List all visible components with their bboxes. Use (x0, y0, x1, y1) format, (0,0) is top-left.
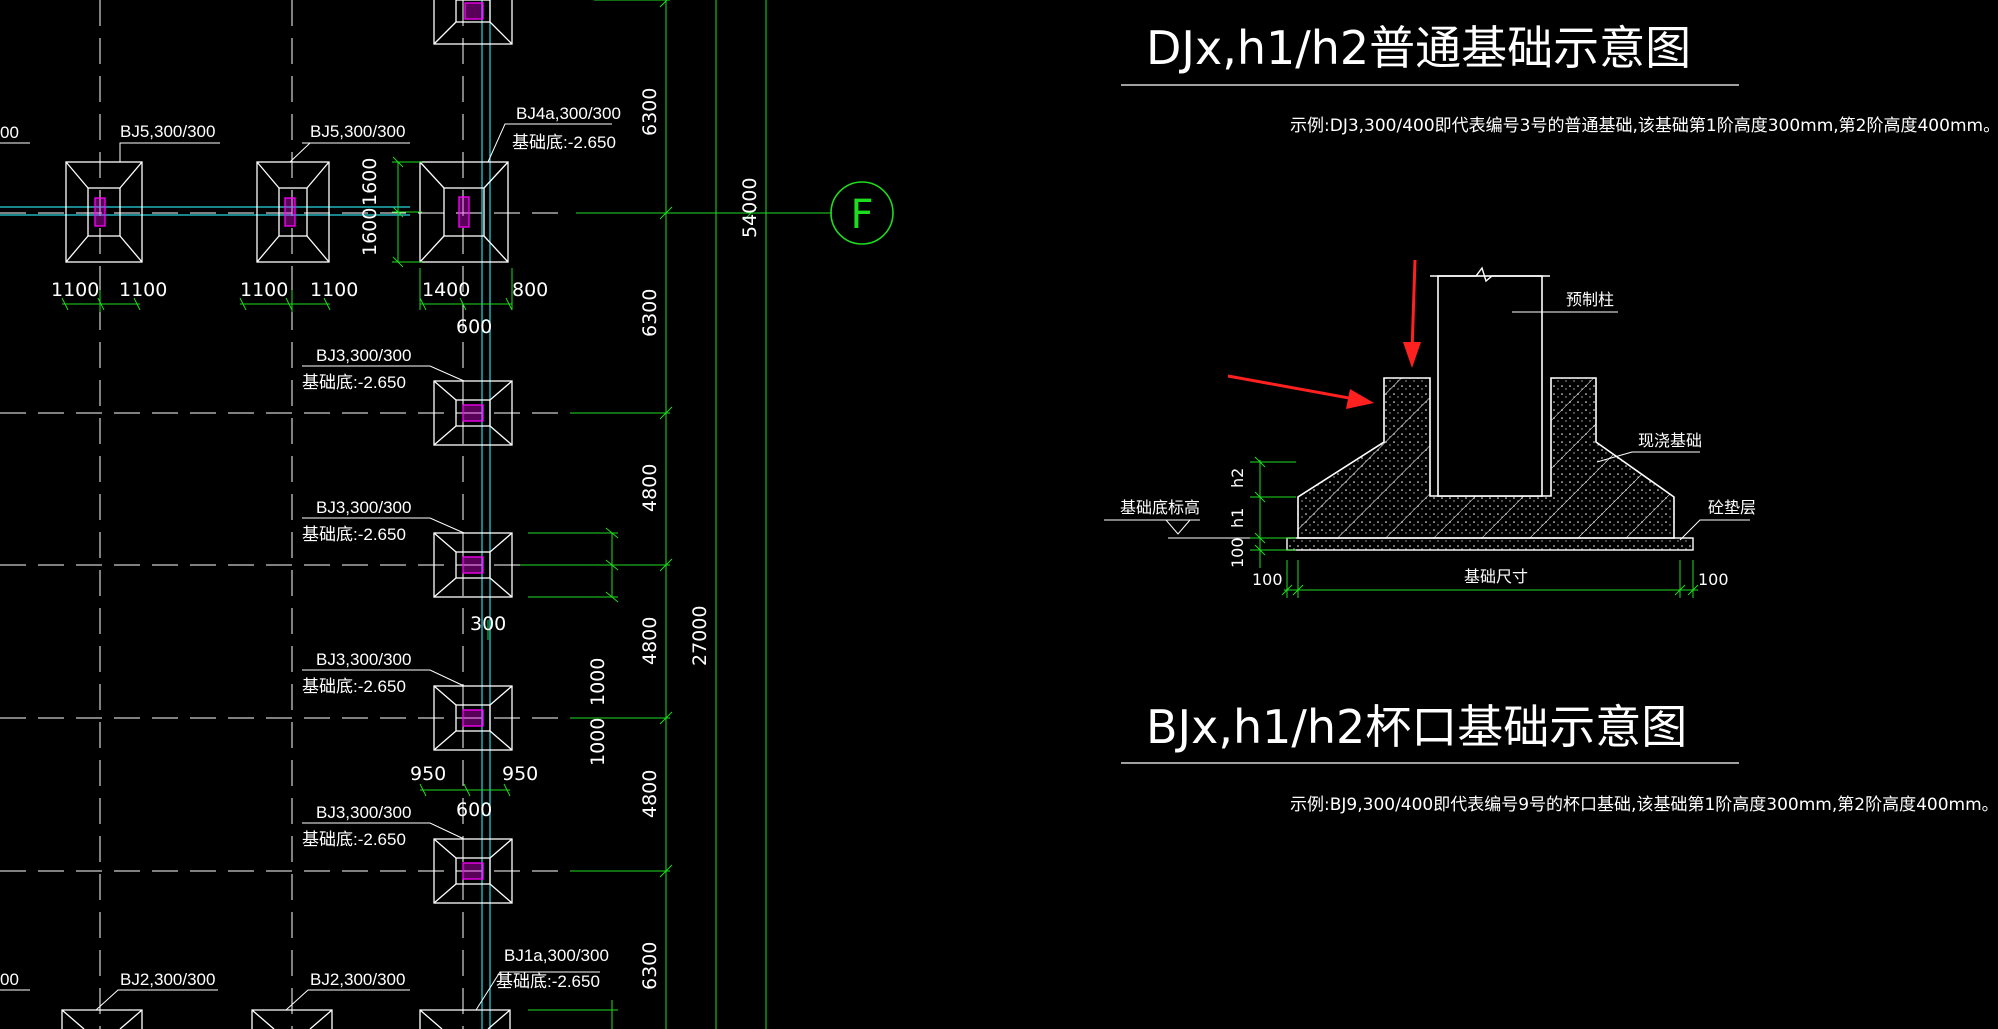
dimension-lines (61, 0, 832, 1029)
footing-bj3-1[interactable] (433, 380, 513, 446)
legend-cup-foundation: BJx,h1/h2杯口基础示意图 示例:BJ9,300/400即代表编号9号的杯… (1121, 700, 1998, 815)
dim-600-b: 600 (456, 799, 492, 821)
dim-950-b: 950 (502, 763, 538, 785)
dim-v-4800-a: 4800 (639, 464, 661, 512)
label-bj3-2-elev: 基础底:-2.650 (302, 525, 406, 544)
dimension-texts: 1100 1100 1100 1100 1400 800 600 1600 16… (51, 88, 761, 990)
dim-v-4800-c: 4800 (639, 770, 661, 818)
label-d100-right: 100 (1698, 570, 1729, 589)
dim-950-a: 950 (410, 763, 446, 785)
legend1-title: DJx,h1/h2普通基础示意图 (1146, 21, 1691, 75)
label-bj2-a: BJ2,300/300 (120, 970, 215, 989)
label-bj3-4-elev: 基础底:-2.650 (302, 830, 406, 849)
footing-top-partial[interactable] (433, 0, 513, 45)
dim-800: 800 (512, 279, 548, 301)
dim-v-54000: 54000 (739, 178, 761, 238)
cup-foundation-section[interactable]: 预制柱 现浇基础 砼垫层 基础底标高 h2 h1 100 100 100 基础尺… (1104, 266, 1756, 598)
axis-bubble-f[interactable]: F (830, 181, 894, 245)
label-left-cut-bottom: 00 (0, 970, 19, 989)
footing-bj5-a[interactable] (65, 161, 143, 263)
label-bj4a: BJ4a,300/300 (516, 104, 621, 123)
red-annotation-arrows (1227, 259, 1421, 409)
label-d100-vertical: 100 (1228, 537, 1247, 568)
label-bj3-3: BJ3,300/300 (316, 650, 411, 669)
leader-lines (0, 123, 612, 1011)
dim-1000-b: 1000 (587, 718, 609, 766)
footing-bj3-2[interactable] (433, 532, 513, 598)
label-precast-column: 预制柱 (1566, 290, 1614, 309)
label-d100-left: 100 (1252, 570, 1283, 589)
label-cast-in-place: 现浇基础 (1638, 431, 1702, 450)
label-bj3-4: BJ3,300/300 (316, 803, 411, 822)
footing-bj5-b[interactable] (256, 161, 330, 263)
footing-bottom-row[interactable] (61, 1009, 511, 1029)
footing-bj4a[interactable] (419, 161, 509, 263)
dim-600-a: 600 (456, 316, 492, 338)
dim-v-4800-b: 4800 (639, 617, 661, 665)
dim-1600-b: 1600 (359, 208, 381, 256)
dim-300: 300 (470, 613, 506, 635)
label-bj3-2: BJ3,300/300 (316, 498, 411, 517)
dim-1100-b: 1100 (119, 279, 167, 301)
dim-1100-c: 1100 (240, 279, 288, 301)
legend2-note: 示例:BJ9,300/400即代表编号9号的杯口基础,该基础第1阶高度300mm… (1290, 795, 1998, 815)
label-bj3-1-elev: 基础底:-2.650 (302, 373, 406, 392)
legend2-title: BJx,h1/h2杯口基础示意图 (1146, 700, 1687, 754)
dim-1100-a: 1100 (51, 279, 99, 301)
label-bj5-a: BJ5,300/300 (120, 122, 215, 141)
label-bj1a: BJ1a,300/300 (504, 946, 609, 965)
column-axis-lines (0, 0, 491, 1029)
legend1-note: 示例:DJ3,300/400即代表编号3号的普通基础,该基础第1阶高度300mm… (1290, 116, 1998, 136)
label-cushion: 砼垫层 (1708, 498, 1756, 517)
label-bj4a-elev: 基础底:-2.650 (512, 133, 616, 152)
label-bj3-1: BJ3,300/300 (316, 346, 411, 365)
axis-label: F (850, 192, 873, 238)
label-base-size: 基础尺寸 (1464, 567, 1528, 586)
label-bj5-b: BJ5,300/300 (310, 122, 405, 141)
label-h2: h2 (1228, 468, 1247, 488)
dim-v-6300-a: 6300 (639, 88, 661, 136)
footing-bj3-4[interactable] (433, 838, 513, 904)
dim-1400: 1400 (422, 279, 470, 301)
footing-labels: 00 BJ5,300/300 BJ5,300/300 BJ4a,300/300 … (0, 104, 621, 991)
label-base-elevation: 基础底标高 (1120, 498, 1200, 517)
label-bj2-b: BJ2,300/300 (310, 970, 405, 989)
legend-ordinary-foundation: DJx,h1/h2普通基础示意图 示例:DJ3,300/400即代表编号3号的普… (1121, 21, 1998, 136)
dim-v-6300-c: 6300 (639, 942, 661, 990)
dim-1000-a: 1000 (587, 658, 609, 706)
dim-v-27000: 27000 (689, 606, 711, 666)
label-bj1a-elev: 基础底:-2.650 (496, 972, 600, 991)
dim-1600-a: 1600 (359, 158, 381, 206)
footing-bj3-3[interactable] (433, 685, 513, 751)
label-h1: h1 (1228, 508, 1247, 528)
dim-v-6300-b: 6300 (639, 289, 661, 337)
dim-1100-d: 1100 (310, 279, 358, 301)
label-bj3-3-elev: 基础底:-2.650 (302, 677, 406, 696)
label-left-cut-top: 00 (0, 123, 19, 142)
